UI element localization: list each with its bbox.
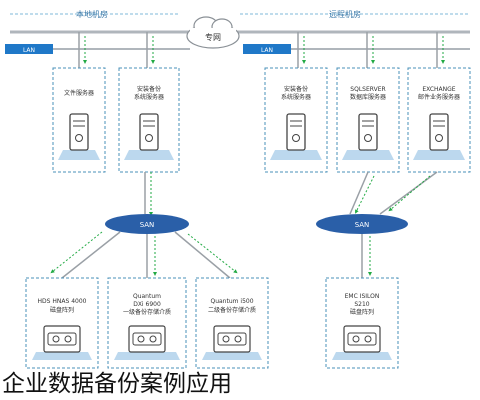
storage-hds [25, 277, 99, 369]
caption: 企业数据备份案例应用 [2, 371, 232, 397]
backbone-links [78, 32, 438, 68]
storage-label: Quantum i500 [210, 298, 253, 305]
storage-label: 磁盘阵列 [50, 306, 74, 314]
tape-storage-icon [343, 325, 381, 353]
left-server-san-links [144, 172, 153, 216]
left-san-storage-links [50, 231, 238, 279]
server-label: 系统服务器 [134, 93, 164, 101]
wan-label: 专网 [205, 32, 221, 42]
server-label: 邮件业务服务器 [418, 93, 460, 101]
san-left-label: SAN [140, 221, 155, 229]
left-site-label: 本地机房 [76, 9, 108, 19]
server-label: 安装备份 [284, 85, 308, 93]
server-exchange [407, 67, 471, 173]
storage-emc-isilon [325, 277, 399, 369]
san-right-label: SAN [355, 221, 370, 229]
storage-label: EMC ISILON [345, 293, 380, 300]
server-backup-right [264, 67, 328, 173]
server-sqlserver [336, 67, 400, 173]
right-san-storage-links [361, 234, 372, 278]
lan-right-label: LAN [261, 47, 273, 54]
lan-right [243, 44, 470, 54]
storage-label: 一级备份存储介质 [123, 308, 171, 316]
top-backbone [10, 13, 470, 34]
storage-label: HDS HNAS 4000 [38, 298, 87, 305]
server-file [52, 67, 106, 173]
wan-cloud [186, 16, 240, 49]
server-label: 数据库服务器 [350, 93, 386, 101]
storage-label: S210 [354, 301, 369, 308]
storage-label: Quantum [133, 293, 161, 300]
tape-storage-icon [43, 325, 81, 353]
server-label: 安装备份 [137, 85, 161, 93]
backbone-green-arrows [83, 36, 445, 64]
right-server-san-links [349, 171, 438, 215]
server-backup-left [118, 67, 180, 173]
server-label: 文件服务器 [64, 89, 94, 97]
san-right [316, 214, 408, 234]
storage-label: 磁盘阵列 [350, 308, 374, 316]
tape-storage-icon [213, 325, 251, 353]
storage-label: DXi 6900 [133, 301, 161, 308]
san-left [105, 214, 189, 234]
storage-quantum-i500 [195, 277, 269, 369]
lan-left [5, 44, 190, 54]
server-icon [358, 113, 378, 151]
server-icon [139, 113, 159, 151]
storage-quantum-dxi [107, 277, 187, 369]
lan-left-label: LAN [23, 47, 35, 54]
server-label: EXCHANGE [422, 86, 455, 93]
server-label: 系统服务器 [281, 93, 311, 101]
storage-label: 二级备份存储介质 [208, 306, 256, 314]
tape-storage-icon [128, 325, 166, 353]
server-label: SQLSERVER [350, 86, 385, 93]
right-site-label: 远程机房 [329, 9, 361, 19]
server-icon [286, 113, 306, 151]
server-icon [69, 113, 89, 151]
server-icon [429, 113, 449, 151]
